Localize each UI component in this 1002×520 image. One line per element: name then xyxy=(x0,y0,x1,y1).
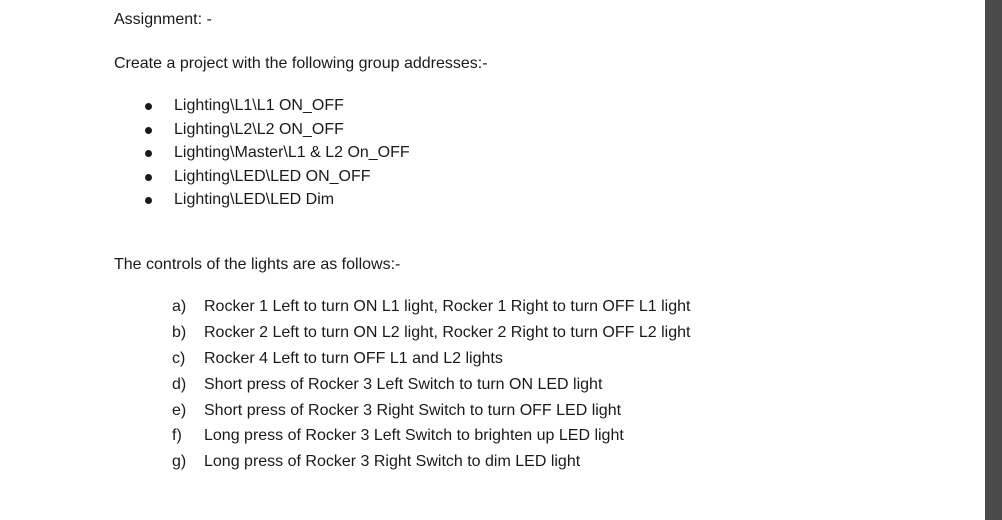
control-text: Rocker 1 Left to turn ON L1 light, Rocke… xyxy=(204,298,691,315)
vertical-scrollbar[interactable] xyxy=(985,0,1002,520)
control-text: Long press of Rocker 3 Right Switch to d… xyxy=(204,453,581,471)
list-marker: g) xyxy=(172,453,187,471)
list-marker: f) xyxy=(172,427,182,445)
list-marker: c) xyxy=(172,349,186,367)
controls-intro: The controls of the lights are as follow… xyxy=(114,256,401,273)
list-marker: d) xyxy=(172,375,187,393)
group-address-text: Lighting\LED\LED Dim xyxy=(174,191,335,208)
group-address-text: Lighting\Master\L1 & L2 On_OFF xyxy=(174,144,410,161)
bullet-icon xyxy=(145,126,152,134)
group-address-text: Lighting\L1\L1 ON_OFF xyxy=(174,97,344,114)
list-marker: e) xyxy=(172,401,187,419)
intro-text: Create a project with the following grou… xyxy=(114,55,488,72)
bullet-icon xyxy=(145,103,152,110)
control-text: Rocker 4 Left to turn OFF L1 and L2 ligh… xyxy=(204,349,503,367)
assignment-heading: Assignment: - xyxy=(114,11,212,28)
list-marker: b) xyxy=(172,323,187,341)
list-marker: a) xyxy=(172,298,187,315)
bullet-icon xyxy=(145,197,152,204)
group-address-text: Lighting\L2\L2 ON_OFF xyxy=(174,120,344,138)
control-text: Short press of Rocker 3 Left Switch to t… xyxy=(204,375,603,393)
control-text: Rocker 2 Left to turn ON L2 light, Rocke… xyxy=(204,323,691,341)
group-address-text: Lighting\LED\LED ON_OFF xyxy=(174,167,371,185)
control-text: Short press of Rocker 3 Right Switch to … xyxy=(204,401,622,419)
control-text: Long press of Rocker 3 Left Switch to br… xyxy=(204,427,624,445)
bullet-icon xyxy=(145,150,152,157)
bullet-icon xyxy=(145,173,152,181)
